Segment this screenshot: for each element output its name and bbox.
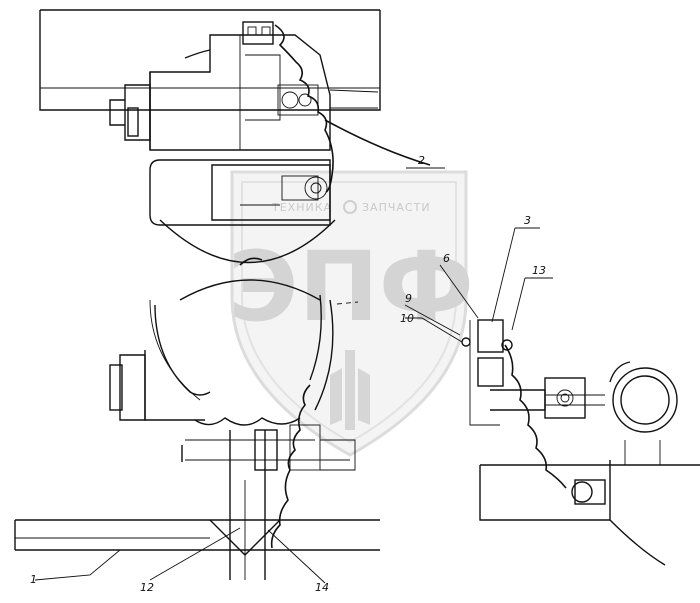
leader-lines [34, 167, 553, 584]
callout-9: 9 [405, 292, 412, 305]
upper-wheel-housing [159, 49, 336, 264]
wheat-icon [330, 350, 370, 430]
watermark-logo: ЭПФ [228, 231, 474, 343]
callout-1: 1 [30, 573, 37, 586]
lower-shaft-bracket [229, 424, 356, 580]
bottom-frame-beam [14, 519, 380, 556]
motor-block [149, 159, 331, 226]
callout-13: 13 [532, 264, 546, 277]
watermark-shield: ТЕХНИКА ЗАПЧАСТИ ЭПФ [228, 170, 474, 457]
callout-12: 12 [140, 581, 154, 594]
callout-6: 6 [443, 252, 450, 265]
watermark-text-right: ЗАПЧАСТИ [362, 201, 431, 214]
callout-3: 3 [524, 214, 531, 227]
gear-icon [343, 200, 357, 214]
upper-gearbox [109, 21, 379, 151]
top-frame-beam [39, 9, 381, 111]
callout-10: 10 [400, 312, 414, 325]
lower-gear-housing [109, 279, 350, 462]
wire-harness [239, 24, 567, 549]
watermark-text-left: ТЕХНИКА [271, 201, 332, 214]
callout-14: 14 [315, 581, 329, 594]
callout-2: 2 [418, 154, 425, 167]
dashed-mark [336, 301, 359, 305]
right-frame [469, 319, 700, 566]
